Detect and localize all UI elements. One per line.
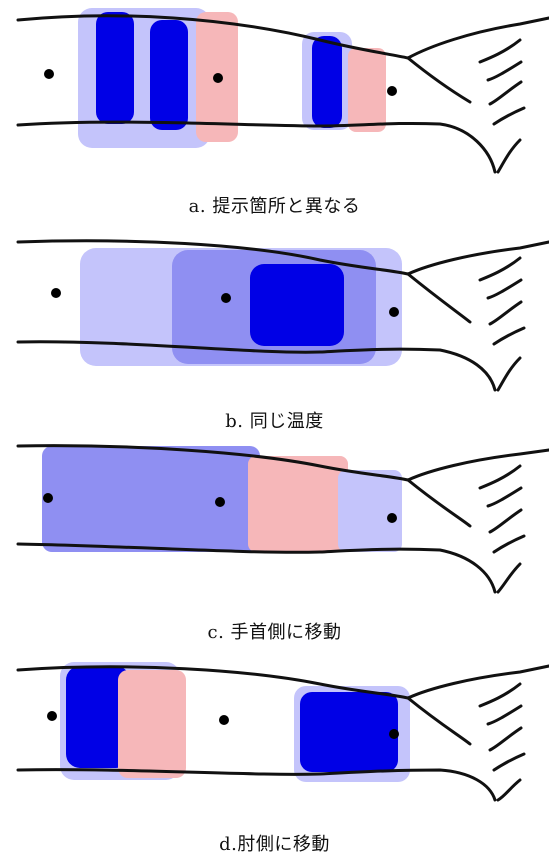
- hand-outline: [408, 258, 524, 390]
- panel-caption: b. 同じ温度: [0, 407, 549, 433]
- contact-dot: [221, 293, 231, 303]
- contact-dot: [47, 711, 57, 721]
- contact-dot: [44, 69, 54, 79]
- contact-dot: [51, 288, 61, 298]
- panel-d: d.肘側に移動: [0, 650, 549, 850]
- panel-caption: a. 提示箇所と異なる: [0, 192, 549, 218]
- contact-dot: [213, 73, 223, 83]
- hand-outline: [408, 40, 524, 172]
- band-dark-blue: [150, 20, 188, 130]
- band-pink: [348, 48, 386, 132]
- panel-c: c. 手首側に移動: [0, 440, 549, 650]
- panel-a: a. 提示箇所と異なる: [0, 0, 549, 230]
- contact-dot: [215, 497, 225, 507]
- contact-dot: [219, 715, 229, 725]
- panel-caption: c. 手首側に移動: [0, 618, 549, 644]
- band-pink: [118, 670, 186, 778]
- band-pink: [248, 456, 348, 552]
- contact-dot: [389, 729, 399, 739]
- band-dark-blue: [300, 692, 398, 772]
- arm-diagram-b: [0, 230, 549, 390]
- band-medium-blue: [42, 446, 260, 552]
- band-dark-blue: [96, 12, 134, 124]
- contact-dot: [387, 513, 397, 523]
- band-dark-blue: [250, 264, 344, 346]
- contact-dot: [43, 493, 53, 503]
- contact-dot: [387, 86, 397, 96]
- band-light-blue: [338, 470, 402, 552]
- contact-dot: [389, 307, 399, 317]
- arm-diagram-c: [0, 440, 549, 600]
- band-dark-blue: [312, 36, 342, 128]
- panel-b: b. 同じ温度: [0, 230, 549, 440]
- arm-diagram-a: [0, 0, 549, 170]
- arm-diagram-d: [0, 650, 549, 800]
- hand-outline: [408, 684, 524, 800]
- hand-outline: [408, 466, 524, 592]
- panel-caption: d.肘側に移動: [0, 830, 549, 856]
